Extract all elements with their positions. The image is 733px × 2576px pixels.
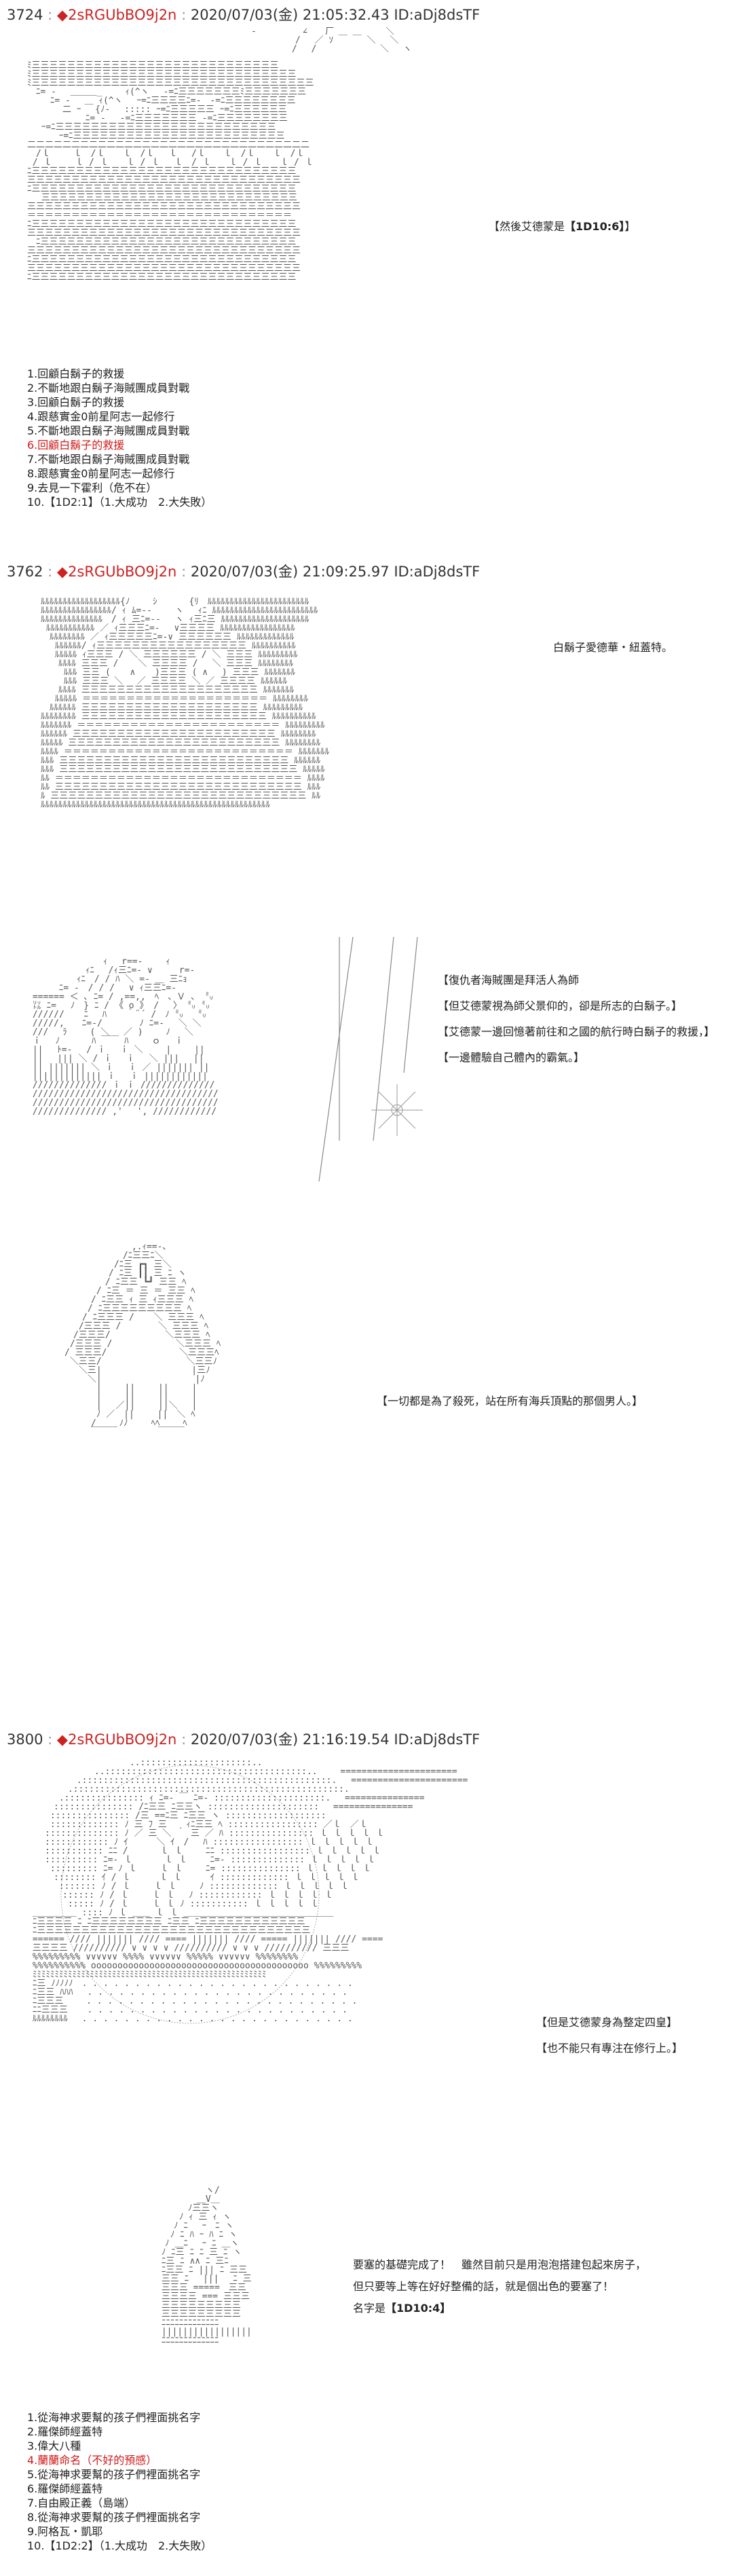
choice-list: 1.從海神求要幫的孩子們裡面挑名字 2.羅傑師經蓋特 3.偉大八種 4.蘭蘭命名… bbox=[27, 2410, 212, 2553]
post-header: 3724 : ◆2sRGUbBO9j2n : 2020/07/03(金) 21:… bbox=[7, 7, 481, 23]
choice-list: 1.回顧白鬍子的救援 2.不斷地跟白鬍子海賊團成員對戰 3.回顧白鬍子的救援 4… bbox=[27, 367, 212, 509]
list-item: 7.不斷地跟白鬍子海賊團成員對戰 bbox=[27, 453, 190, 466]
poster-tripcode[interactable]: 2sRGUbBO9j2n bbox=[68, 7, 177, 23]
ascii-art-fortress-night: ..:::::::::::::::::::::.. ..::::::::::::… bbox=[32, 1759, 468, 2024]
list-item: 7.自由殿正義（島端） bbox=[27, 2497, 136, 2509]
sword-light-lines bbox=[318, 936, 423, 1182]
post-datetime: 2020/07/03(金) 21:16:19.54 ID:aDj8dsTF bbox=[190, 1731, 481, 1748]
list-item: 10.【1D2:2】（1.大成功 2.大失敗） bbox=[27, 2539, 212, 2552]
list-item: 8.從海神求要幫的孩子們裡面挑名字 bbox=[27, 2511, 201, 2524]
list-item: 2.羅傑師經蓋特 bbox=[27, 2425, 103, 2438]
poster-tripcode[interactable]: 2sRGUbBO9j2n bbox=[68, 1731, 177, 1748]
ascii-art-edmond-cloak: ,.ｨ==-､ /ﾆ三三ﾆ＼ /ﾆ三 ┏┓ 三＼ / ﾆ三 ┃┃ 三 ﾆ ヽ /… bbox=[64, 1243, 221, 1437]
poster-tripcode[interactable]: 2sRGUbBO9j2n bbox=[68, 564, 177, 580]
name-roll-line: 名字是【1D10:4】 bbox=[353, 2302, 451, 2315]
list-item-selected: 6.回顧白鬍子的救援 bbox=[27, 439, 125, 452]
post-header: 3762 : ◆2sRGUbBO9j2n : 2020/07/03(金) 21:… bbox=[7, 564, 481, 580]
post-number: 3762 bbox=[7, 564, 43, 580]
panel-caption: 【但艾德蒙視為師父景仰的，卻是所志的白鬍子。】 bbox=[438, 999, 683, 1012]
list-item: 1.從海神求要幫的孩子們裡面挑名字 bbox=[27, 2411, 201, 2424]
list-item: 2.不斷地跟白鬍子海賊團成員對戰 bbox=[27, 382, 190, 394]
trip-diamond-icon: ◆ bbox=[56, 7, 69, 23]
moon-circle bbox=[60, 1765, 320, 2024]
story-line: 要塞的基礎完成了！ 雖然目前只是用泡泡搭建包起來房子， bbox=[353, 2258, 647, 2271]
ascii-art-ship: - ∠ 厂 ￣ ￣￣ ￣＼ / ／ ｿ ￣ ￣ ＼ ＼ / / ＼ ヽ ﾐ三三三… bbox=[27, 27, 412, 282]
panel-caption: 【復仇者海賊團是拜活人為師 bbox=[438, 974, 580, 987]
panel-caption: 【也不能只有專注在修行上。】 bbox=[536, 2042, 683, 2055]
list-item: 3.回顧白鬍子的救援 bbox=[27, 396, 125, 409]
post-number: 3800 bbox=[7, 1731, 43, 1748]
panel-caption: 【一切都是為了殺死，站在所有海兵頂點的那個男人。】 bbox=[377, 1395, 643, 1407]
panel-caption: 【艾德蒙一邊回憶著前往和之國的航行時白鬍子的救援，】 bbox=[438, 1025, 715, 1038]
panel-caption: 白鬍子愛德華・紐蓋特。 bbox=[553, 641, 673, 654]
trip-diamond-icon: ◆ bbox=[56, 1731, 69, 1748]
trip-diamond-icon: ◆ bbox=[56, 564, 69, 580]
post-datetime: 2020/07/03(金) 21:05:32.43 ID:aDj8dsTF bbox=[190, 7, 481, 23]
post-header: 3800 : ◆2sRGUbBO9j2n : 2020/07/03(金) 21:… bbox=[7, 1731, 481, 1748]
ascii-art-robed-character: ヽ/ ＿V＿ ﾉ三三ヽ ﾉ ｨ 三 ｨ ヽ ﾉ ﾆ ｰ ﾆ ヽ ﾉ ﾆ ﾊ ｰ … bbox=[161, 2186, 252, 2346]
ascii-art-whitebeard-back: ﾙﾙﾙﾙﾙﾙﾙﾙﾙﾙﾙﾙﾙﾙﾙﾙﾙﾙ{ﾉ ｼ {ﾘ ﾙﾙﾙﾙﾙﾙﾙﾙﾙﾙﾙﾙﾙﾙ… bbox=[41, 597, 330, 810]
ascii-art-edmond-sword: ｨ r==- ｨ ｨﾆ /ｨ三ﾆ=- ∨ r=- ｨﾆ / / ﾊ ＼ =- ＿… bbox=[32, 957, 219, 1117]
panel-caption: 【但是艾德蒙身為整定四皇】 bbox=[536, 2016, 678, 2029]
story-text: 要塞的基礎完成了！ 雖然目前只是用泡泡搭建包起來房子， 但只要等上等在好好整備的… bbox=[353, 2254, 646, 2319]
list-item: 8.跟慈實金0前星阿志一起修行 bbox=[27, 467, 175, 480]
story-line: 但只要等上等在好好整備的話，就是個出色的要塞了！ bbox=[353, 2280, 614, 2293]
list-item: 5.從海神求要幫的孩子們裡面挑名字 bbox=[27, 2468, 201, 2481]
dice-roll: 【1D10:6】 bbox=[565, 220, 625, 233]
dice-roll: 【1D10:4】 bbox=[386, 2302, 451, 2315]
roll-caption: 【然後艾德蒙是【1D10:6】】 bbox=[489, 220, 636, 233]
list-item: 9.阿格瓦・凱耶 bbox=[27, 2525, 103, 2538]
list-item: 6.羅傑師經蓋特 bbox=[27, 2482, 103, 2495]
list-item: 9.去見一下霍利（危不在） bbox=[27, 481, 157, 494]
panel-caption: 【一邊體驗自己體內的霸氣。】 bbox=[438, 1051, 585, 1064]
list-item: 5.不斷地跟白鬍子海賊團成員對戰 bbox=[27, 424, 190, 437]
list-item: 3.偉大八種 bbox=[27, 2440, 81, 2452]
list-item: 1.回顧白鬍子的救援 bbox=[27, 367, 125, 380]
post-number: 3724 bbox=[7, 7, 43, 23]
list-item: 4.跟慈實金0前星阿志一起修行 bbox=[27, 410, 175, 423]
post-datetime: 2020/07/03(金) 21:09:25.97 ID:aDj8dsTF bbox=[190, 564, 481, 580]
list-item-selected: 4.蘭蘭命名（不好的預感） bbox=[27, 2454, 157, 2467]
list-item: 10.【1D2:1】（1.大成功 2.大失敗） bbox=[27, 496, 212, 509]
